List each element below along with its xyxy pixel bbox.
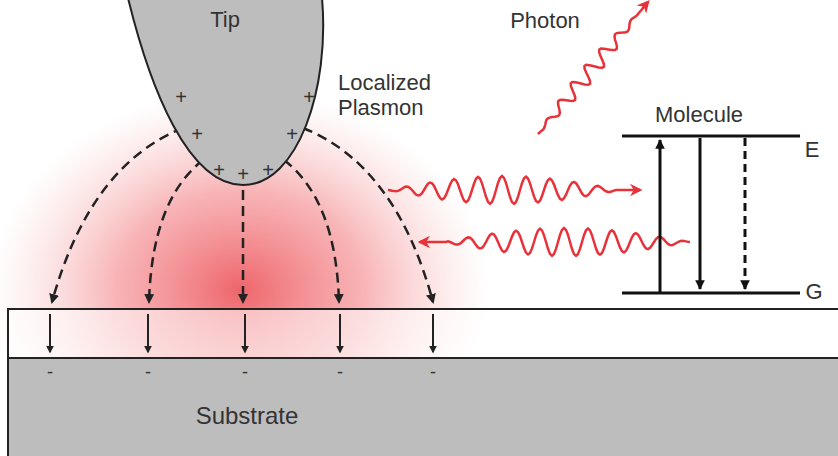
node-label: Substrate (196, 402, 299, 430)
substrate: Substrate (8, 358, 838, 456)
energy-levels (622, 136, 800, 293)
minus-charge: - (242, 362, 248, 383)
plus-charge: + (191, 123, 203, 146)
level-label: E (805, 137, 820, 162)
minus-charge: - (337, 362, 343, 383)
molecule-label: Molecule (655, 102, 743, 127)
excitation-wave (388, 176, 640, 204)
minus-charge: - (47, 362, 53, 383)
node-label: Tip (210, 7, 240, 32)
plus-charge: + (237, 163, 249, 186)
minus-charge: - (430, 362, 436, 383)
film-field-arrows (50, 314, 433, 352)
plus-charge: + (175, 86, 187, 109)
tip: Tip (128, 0, 322, 186)
level-label: G (805, 279, 822, 304)
thin-film (8, 309, 838, 358)
plasmon-label: Localized Plasmon (338, 70, 503, 121)
plus-charge: + (303, 86, 315, 109)
plus-charge: + (213, 159, 225, 182)
substrate-shape (8, 358, 838, 456)
photon-label: Photon (510, 8, 580, 33)
emission-wave (420, 228, 690, 256)
plus-charge: + (286, 123, 298, 146)
minus-charge: - (145, 362, 151, 383)
plus-charge: + (262, 159, 274, 182)
